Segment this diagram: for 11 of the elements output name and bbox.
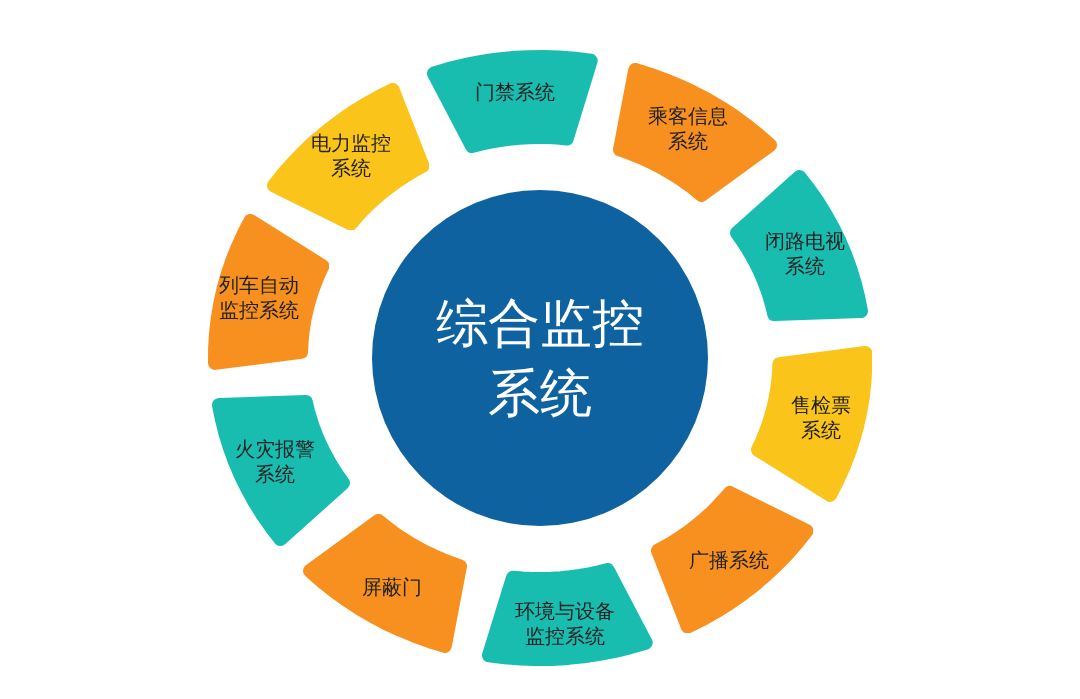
segment-label: 屏蔽门 bbox=[360, 574, 423, 600]
segment-label: 火灾报警系统 bbox=[233, 437, 316, 488]
segment-label: 列车自动监控系统 bbox=[218, 272, 301, 323]
segment-label: 门禁系统 bbox=[473, 79, 556, 105]
center-title: 综合监控系统 bbox=[436, 291, 644, 425]
segment-label: 电力监控系统 bbox=[310, 131, 393, 182]
segment-label: 广播系统 bbox=[687, 547, 770, 572]
segment-label: 闭路电视系统 bbox=[764, 228, 847, 279]
segment-label: 环境与设备监控系统 bbox=[514, 598, 617, 649]
segment-label: 售检票系统 bbox=[789, 393, 852, 444]
segment-label: 乘客信息系统 bbox=[647, 104, 730, 155]
